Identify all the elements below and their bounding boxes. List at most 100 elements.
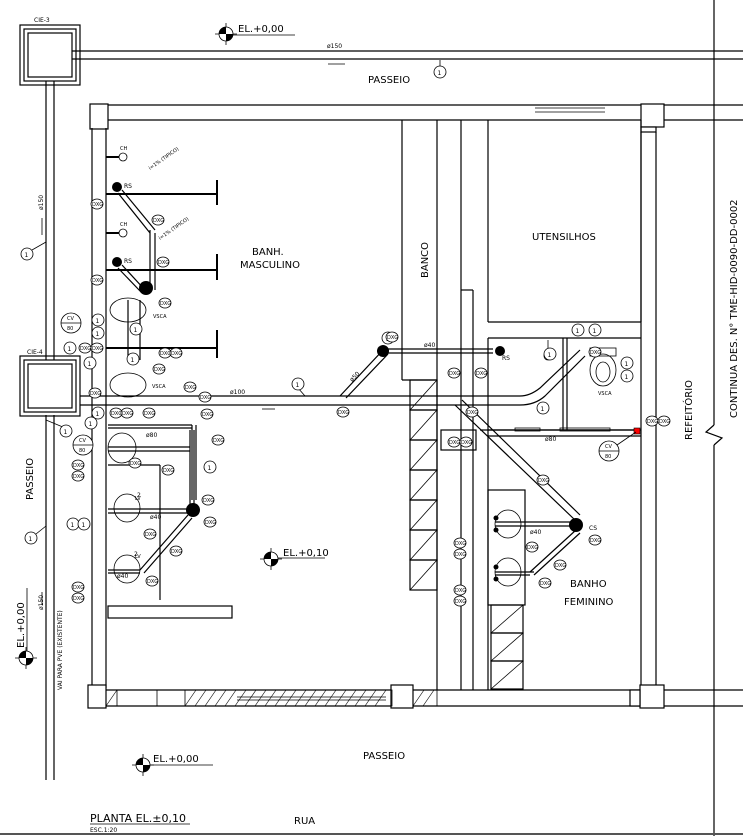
svg-text:80: 80 <box>605 454 611 460</box>
sewer-branch-feminino: CS ø40 ø80 <box>454 399 641 576</box>
svg-text:DXG: DXG <box>538 478 549 484</box>
svg-text:1: 1 <box>96 318 100 325</box>
svg-text:DXG: DXG <box>92 278 103 284</box>
svg-text:1: 1 <box>68 346 72 353</box>
svg-text:CH: CH <box>120 146 127 152</box>
pipe-size-top: ø150 <box>327 43 342 50</box>
callout-1-main: 1 <box>291 377 306 397</box>
svg-text:1: 1 <box>134 327 138 334</box>
fixture-rs-right: RS <box>502 355 510 362</box>
bottom-wall-hatching <box>105 689 438 707</box>
svg-text:DXG: DXG <box>73 463 84 469</box>
svg-text:DXG: DXG <box>160 351 171 357</box>
svg-text:DXG: DXG <box>540 581 551 587</box>
elevation-bottom-label: EL.+0,00 <box>153 754 199 765</box>
svg-text:DXG: DXG <box>659 419 670 425</box>
svg-text:DXG: DXG <box>555 563 566 569</box>
elevation-marker-bottom: EL.+0,00 <box>132 754 213 776</box>
svg-text:DXG: DXG <box>122 411 133 417</box>
continuation-note: CONTINUA DES. N° TME-HID-0090-DD-0002 <box>729 199 740 418</box>
svg-text:80: 80 <box>79 448 85 454</box>
building-walls <box>87 0 743 836</box>
svg-text:DXG: DXG <box>171 549 182 555</box>
svg-text:ø80: ø80 <box>146 432 157 439</box>
svg-text:VSCA: VSCA <box>598 391 612 397</box>
cie-3-label: CIE-3 <box>34 17 50 24</box>
svg-text:DXG: DXG <box>92 202 103 208</box>
sewer-pipe-main-ø100: ø100 <box>80 349 586 410</box>
callout-balloons-dxg: DXG DXG DXG DXG DXG DXG DXG DXG DXG DXG … <box>71 198 671 607</box>
svg-text:1: 1 <box>548 352 552 359</box>
sidewalk-label-left: PASSEIO <box>25 458 36 500</box>
svg-text:1: 1 <box>625 374 629 381</box>
svg-text:DXG: DXG <box>205 520 216 526</box>
svg-text:RS: RS <box>124 183 132 190</box>
svg-text:VSCA: VSCA <box>152 384 166 390</box>
callout-1-top: 1 <box>433 60 447 79</box>
pipe-size-main: ø100 <box>230 389 245 396</box>
svg-text:1: 1 <box>296 382 300 389</box>
svg-text:VSCA: VSCA <box>153 314 167 320</box>
room-label-refeitorio: REFEITÓRIO <box>682 380 695 440</box>
svg-text:ø50: ø50 <box>348 370 361 383</box>
svg-text:1: 1 <box>625 361 629 368</box>
callout-1-left-a: 1 <box>20 241 47 261</box>
svg-text:1: 1 <box>96 411 100 418</box>
inspection-box-cie-4[interactable]: CIE-4 <box>19 349 81 417</box>
room-label-feminino: FEMININO <box>564 597 614 608</box>
pipe-size-left-top: ø150 <box>38 195 45 210</box>
svg-text:CH: CH <box>120 222 127 228</box>
svg-text:2: 2 <box>134 551 138 558</box>
svg-text:CV: CV <box>79 438 86 444</box>
existing-pve-note: VAI PARA PVE (EXISTENTE) <box>57 610 64 690</box>
street-label: RUA <box>294 816 315 827</box>
svg-text:1: 1 <box>96 331 100 338</box>
svg-text:DXG: DXG <box>92 346 103 352</box>
elevation-marker-interior: EL.+0,10 <box>260 548 329 570</box>
svg-text:80: 80 <box>67 326 73 332</box>
svg-text:ø80: ø80 <box>545 436 556 443</box>
cv-callout-1: CV 80 <box>60 312 82 334</box>
pipe-size-d40-upper: ø40 <box>424 342 435 349</box>
feminino-toilet: VSCA <box>543 340 617 397</box>
svg-text:1: 1 <box>89 421 93 428</box>
svg-text:1: 1 <box>576 328 580 335</box>
fixture-cs-feminino: CS <box>589 525 597 532</box>
sidewalk-label-bottom: PASSEIO <box>363 751 405 762</box>
room-label-masculino: MASCULINO <box>240 260 300 271</box>
svg-text:DXG: DXG <box>163 468 174 474</box>
inspection-box-cie-3[interactable]: CIE-3 <box>19 17 81 86</box>
callout-1-left-b: 1 <box>24 525 47 545</box>
svg-text:DXG: DXG <box>160 301 171 307</box>
svg-text:1: 1 <box>64 429 68 436</box>
svg-text:DXG: DXG <box>338 410 349 416</box>
cv-callout-3: CV 80 <box>598 431 637 462</box>
svg-text:1: 1 <box>208 465 212 472</box>
svg-text:1: 1 <box>25 252 29 259</box>
svg-text:1: 1 <box>131 357 135 364</box>
svg-text:DXG: DXG <box>647 419 658 425</box>
callout-1-left-c: 1 <box>45 419 73 438</box>
svg-text:DXG: DXG <box>73 474 84 480</box>
room-label-utensilios: UTENSILHOS <box>532 232 596 243</box>
svg-text:DXG: DXG <box>202 412 213 418</box>
svg-text:DXG: DXG <box>90 391 101 397</box>
svg-text:1: 1 <box>541 406 545 413</box>
main-pipe-top: ø150 <box>72 43 743 65</box>
svg-text:DXG: DXG <box>455 541 466 547</box>
svg-text:DXG: DXG <box>147 579 158 585</box>
svg-text:1: 1 <box>71 522 75 529</box>
elevation-interior-label: EL.+0,10 <box>283 548 329 559</box>
svg-text:DXG: DXG <box>158 260 169 266</box>
highlight-marker <box>633 427 641 435</box>
svg-text:1: 1 <box>88 361 92 368</box>
svg-text:DXG: DXG <box>154 367 165 373</box>
pipe-size-left-bottom: ø150 <box>38 595 45 610</box>
sewer-branch-masculino-lower: LV LV ø80 ø40 ø40 <box>107 430 200 584</box>
svg-text:DXG: DXG <box>145 532 156 538</box>
svg-text:DXG: DXG <box>527 545 538 551</box>
elevation-top-label: EL.+0,00 <box>238 24 284 35</box>
cie-4-label: CIE-4 <box>27 349 43 356</box>
svg-text:1: 1 <box>438 70 442 77</box>
svg-text:2: 2 <box>137 492 141 499</box>
